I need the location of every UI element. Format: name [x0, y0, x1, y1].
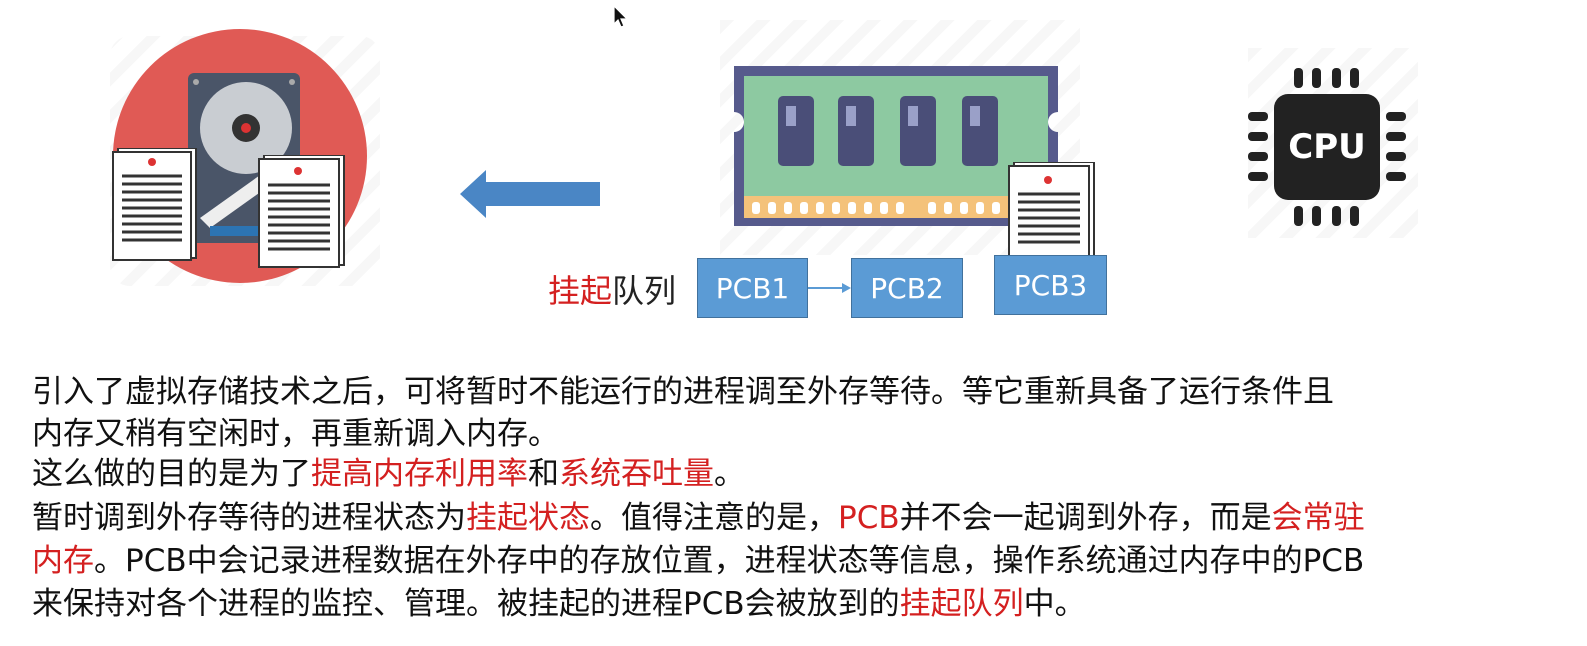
pcb-box-3: PCB3	[994, 255, 1107, 315]
highlight-resident: 会常驻	[1271, 500, 1365, 536]
cpu-chip-icon	[1248, 68, 1406, 226]
highlight-suspend-queue: 挂起队列	[899, 586, 1024, 622]
text-segment: 暂时调到外存等待的进程状态为	[32, 500, 466, 536]
highlight-suspended-state: 挂起状态	[466, 500, 590, 536]
text-line-1-content: 引入了虚拟存储技术之后，可将暂时不能运行的进程调至外存等待。等它重新具备了运行条…	[32, 374, 1334, 410]
pcb-box-1: PCB1	[697, 258, 808, 318]
highlight-system-throughput: 系统吞吐量	[559, 456, 714, 492]
document-icon	[258, 155, 345, 268]
pcb-link-arrow	[808, 283, 851, 293]
text-segment: 中。	[1023, 586, 1086, 622]
text-segment: 。值得注意的是，	[590, 500, 838, 536]
pcb-box-2: PCB2	[851, 258, 963, 318]
text-line-3: 这么做的目的是为了提高内存利用率和系统吞吐量。	[32, 454, 1562, 494]
document-icon	[1008, 162, 1095, 260]
text-line-1: 引入了虚拟存储技术之后，可将暂时不能运行的进程调至外存等待。等它重新具备了运行条…	[32, 372, 1562, 412]
highlight-pcb: PCB	[838, 500, 900, 536]
highlight-memory-utilization: 提高内存利用率	[311, 456, 528, 492]
text-line-5: 内存。PCB中会记录进程数据在外存中的存放位置，进程状态等信息，操作系统通过内存…	[32, 541, 1562, 581]
suspend-queue-label: 挂起队列	[548, 266, 676, 312]
cpu-label: CPU	[1288, 127, 1366, 167]
memory-ram-icon	[734, 66, 1058, 226]
queue-label-highlight: 挂起	[548, 272, 613, 310]
arrow-left-icon	[460, 170, 600, 218]
text-line-4: 暂时调到外存等待的进程状态为挂起状态。值得注意的是，PCB并不会一起调到外存，而…	[32, 498, 1562, 538]
mouse-cursor-icon	[613, 4, 629, 28]
text-segment: 和	[528, 456, 559, 492]
document-icon	[112, 148, 197, 261]
text-segment: 来保持对各个进程的监控、管理。被挂起的进程PCB会被放到的	[32, 586, 900, 622]
text-segment: 这么做的目的是为了	[32, 456, 311, 492]
highlight-memory: 内存	[32, 543, 94, 579]
text-segment: 。PCB中会记录进程数据在外存中的存放位置，进程状态等信息，操作系统通过内存中的…	[94, 543, 1365, 579]
text-segment: 并不会一起调到外存，而是	[899, 500, 1272, 536]
text-line-2-content: 内存又稍有空闲时，再重新调入内存。	[32, 416, 559, 452]
text-line-6: 来保持对各个进程的监控、管理。被挂起的进程PCB会被放到的挂起队列中。	[32, 584, 1562, 624]
text-segment: 。	[714, 456, 745, 492]
queue-label-rest: 队列	[612, 272, 677, 310]
text-line-2: 内存又稍有空闲时，再重新调入内存。	[32, 414, 1562, 454]
